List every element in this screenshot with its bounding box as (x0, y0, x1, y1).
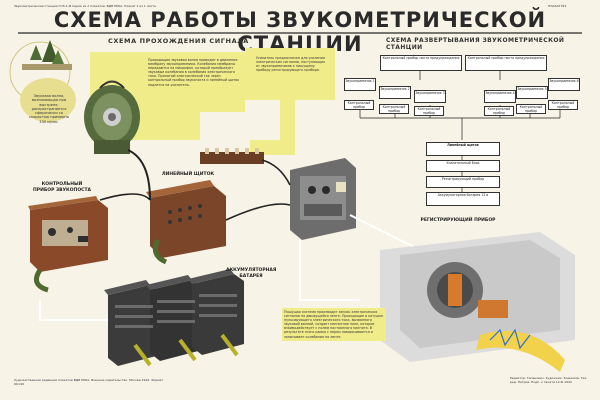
recorder-label: РЕГИСТРИРУЮЩИЙ ПРИБОР (420, 218, 496, 223)
deployment-receiver-block: Звукоприемник 6 (548, 78, 580, 91)
cable (39, 300, 115, 321)
control-instrument-label: КОНТРОЛЬНЫЙ ПРИБОР ЗВУКОПОСТА (33, 182, 91, 193)
subtitle-deployment: СХЕМА РАЗВЕРТЫВАНИЯ ЗВУКОМЕТРИЧЕСКОЙ СТА… (386, 37, 565, 51)
receiver-handle (99, 80, 125, 89)
line-panel-label: ЛИНЕЙНЫЙ ЩИТОК (161, 172, 215, 177)
header-right-text: ПЛАКАТ №1 (548, 4, 567, 8)
deployment-receiver-block: Звукоприемник 3 (414, 90, 446, 103)
receiver-base (94, 140, 130, 154)
terminal-strip (200, 152, 264, 164)
cable (299, 240, 360, 301)
tree-icon (42, 40, 58, 62)
cable (261, 159, 291, 186)
tree-icon (52, 50, 64, 64)
sound-wave-note: Звуковая волна, возникающая при выстреле… (29, 94, 69, 124)
cable (127, 149, 151, 201)
deployment-stack-block: Линейный щиток (426, 142, 500, 156)
deployment-top-block: Контрольный прибор поста предупреждения (465, 55, 547, 71)
ground (22, 64, 72, 70)
deployment-control-block: Контрольный прибор (379, 104, 409, 114)
receiver-note: Приходящая звуковая волна приводит в дви… (148, 58, 240, 87)
deployment-stack-block: Аккумуляторная батарея 12 в (426, 192, 500, 206)
deployment-stack-block: Усилительный блок (426, 160, 500, 172)
recorder-note: Пишущая система производит запись электр… (282, 308, 386, 341)
deployment-receiver-block: Звукоприемник 1 (344, 78, 376, 91)
header-left-text: Звукометрическая станция СЧЗ-1-М Серия и… (14, 4, 156, 8)
deployment-control-block: Контрольный прибор (484, 106, 514, 116)
recorder-tape (476, 330, 565, 372)
cable (99, 193, 151, 201)
deployment-receiver-block: Звукоприемник 4 (484, 90, 516, 103)
deployment-control-block: Контрольный прибор (344, 100, 374, 110)
subtitle-signal-path: СХЕМА ПРОХОЖДЕНИЯ СИГНАЛА (108, 37, 249, 45)
amplifier-note: Усилитель предназначен для усиления элек… (256, 56, 326, 73)
deployment-control-block: Контрольный прибор (414, 106, 444, 116)
amplifier-note-bg (245, 48, 335, 155)
line-panel-box (150, 186, 226, 258)
sound-wave-note-bg (20, 78, 76, 122)
deployment-receiver-block: Звукоприемник 5 (516, 86, 548, 99)
deployment-control-block: Контрольный прибор (548, 100, 578, 110)
battery-label: АККУМУЛЯТОРНАЯ БАТАРЕЯ (226, 268, 277, 279)
deployment-control-block: Контрольный прибор (516, 104, 546, 114)
deployment-top-block: Контрольный прибор поста предупреждения (380, 55, 462, 71)
deployment-receiver-block: Звукоприемник 2 (379, 86, 411, 99)
cable (349, 214, 421, 251)
tree-icon (30, 45, 42, 60)
deployment-stack-block: Регистрирующий прибор (426, 176, 500, 188)
footer-left-text: Художественная редакция плакатов ВДВ РКК… (14, 378, 164, 386)
footer-right-text: Редактор: Гапанович. Художник: Корнилов.… (510, 376, 588, 384)
cable (225, 203, 291, 221)
battery-bank (104, 269, 244, 367)
